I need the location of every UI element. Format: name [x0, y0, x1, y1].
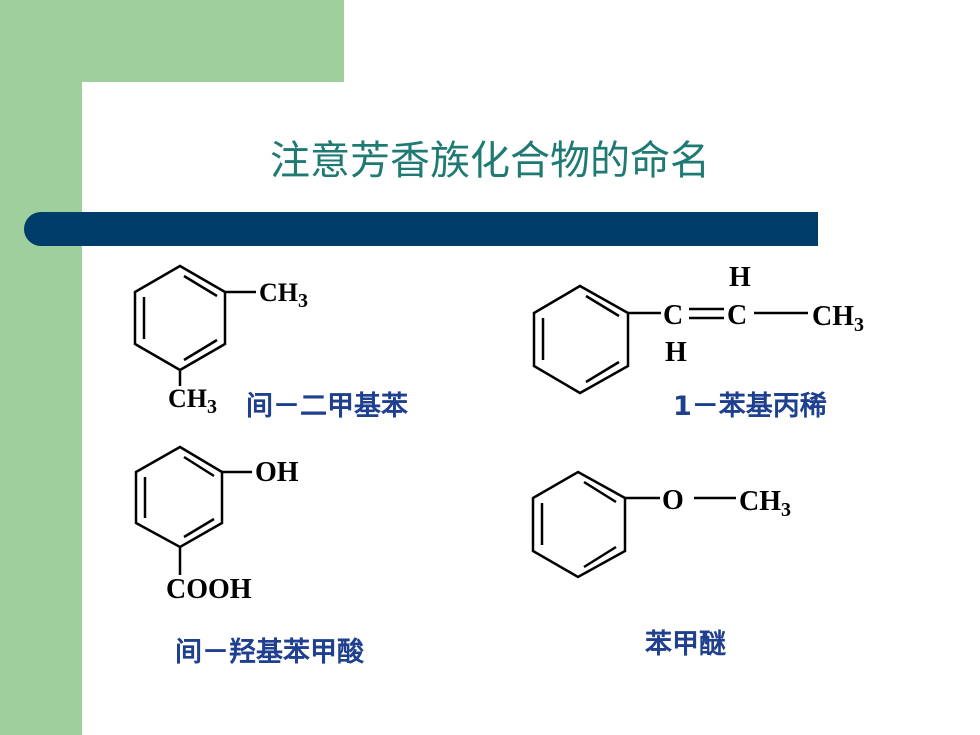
- ether-oxygen-label: O: [662, 485, 684, 516]
- anisole-ring: [531, 470, 736, 579]
- compound-name-hydroxybenzoic: 间－羟基苯甲酸: [175, 637, 364, 668]
- top-green-band: [82, 0, 344, 82]
- phenylpropene-ring: [532, 284, 808, 395]
- methyl-label-anisole: CH3: [739, 486, 791, 521]
- left-green-band: [0, 0, 82, 735]
- hydroxybenzoic-ring: [134, 445, 252, 575]
- compound-name-xylene: 间－二甲基苯: [246, 391, 408, 422]
- content-corner: [82, 82, 202, 202]
- compound-name-phenylpropene: 1－苯基丙稀: [673, 391, 827, 422]
- hydroxyl-label: OH: [255, 457, 299, 488]
- hydrogen-top: H: [729, 262, 751, 293]
- slide-title: 注意芳香族化合物的命名: [270, 138, 710, 184]
- carboxyl-label: COOH: [166, 574, 252, 605]
- methyl-label-bottom: CH3: [168, 384, 217, 418]
- m-xylene-ring: [133, 264, 256, 386]
- compound-name-anisole: 苯甲醚: [645, 629, 726, 660]
- methyl-label-propene: CH3: [812, 301, 864, 336]
- alkene-carbon-1: C: [663, 300, 683, 331]
- methyl-label-top: CH3: [259, 278, 308, 312]
- alkene-carbon-2: C: [727, 300, 747, 331]
- hydrogen-bottom: H: [665, 337, 687, 368]
- title-divider-bar: [24, 212, 818, 246]
